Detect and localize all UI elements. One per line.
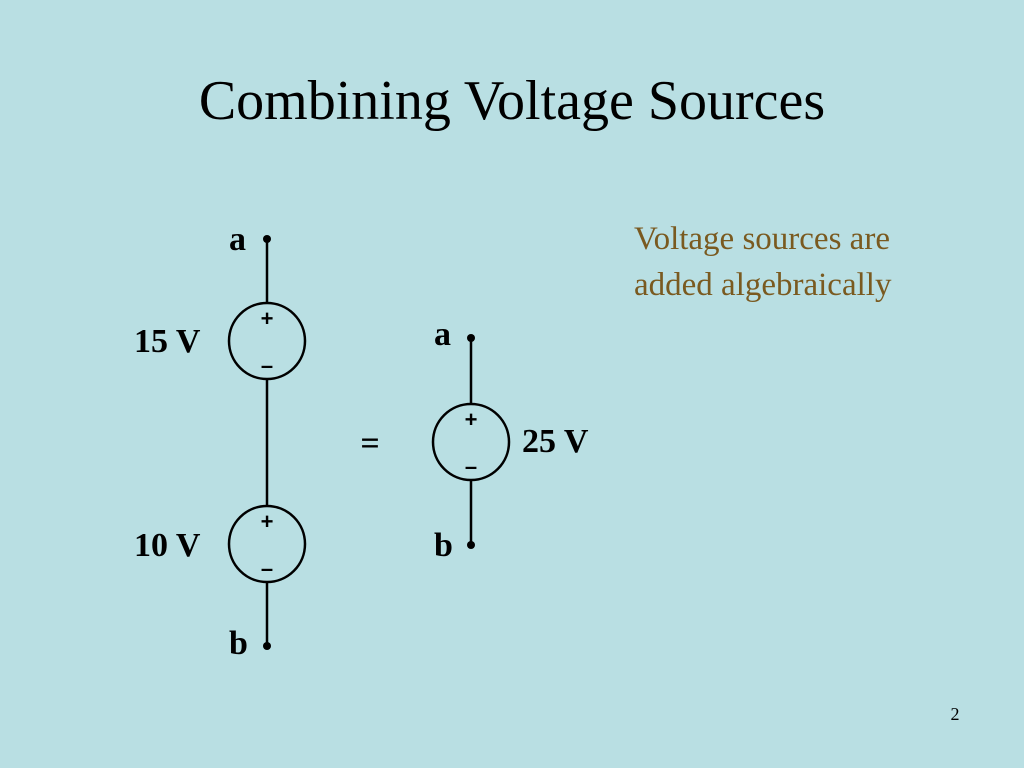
right-terminal-b-dot bbox=[467, 541, 475, 549]
left-circuit: a b + – 15 V + – 10 V bbox=[134, 221, 307, 662]
voltage-source-10v-plus: + bbox=[261, 509, 274, 534]
left-terminal-a-label: a bbox=[229, 221, 246, 258]
page-number: 2 bbox=[950, 704, 960, 724]
voltage-source-10v: + – 10 V bbox=[134, 504, 307, 584]
voltage-source-10v-minus: – bbox=[261, 556, 273, 581]
equals-sign: = bbox=[360, 425, 379, 462]
voltage-source-25v-label: 25 V bbox=[522, 423, 589, 460]
right-terminal-a-dot bbox=[467, 334, 475, 342]
voltage-source-15v-label: 15 V bbox=[134, 323, 201, 360]
voltage-source-15v-circle bbox=[227, 301, 307, 381]
voltage-source-15v-plus: + bbox=[261, 306, 274, 331]
left-terminal-a-dot bbox=[263, 235, 271, 243]
voltage-source-15v: + – 15 V bbox=[134, 301, 307, 381]
slide-title: Combining Voltage Sources bbox=[198, 70, 826, 132]
note-line-2: added algebraically bbox=[634, 267, 892, 303]
voltage-source-10v-label: 10 V bbox=[134, 527, 201, 564]
left-terminal-b-dot bbox=[263, 642, 271, 650]
right-circuit: a b + – 25 V bbox=[431, 316, 589, 564]
right-terminal-b-label: b bbox=[434, 527, 453, 564]
slide-note: Voltage sources are added algebraically bbox=[634, 216, 974, 308]
voltage-source-25v-plus: + bbox=[465, 407, 478, 432]
note-line-1: Voltage sources are bbox=[634, 221, 890, 257]
right-terminal-a-label: a bbox=[434, 316, 451, 353]
voltage-source-25v: + – 25 V bbox=[431, 402, 589, 482]
voltage-source-25v-circle bbox=[431, 402, 511, 482]
voltage-source-25v-minus: – bbox=[465, 454, 477, 479]
left-terminal-b-label: b bbox=[229, 625, 248, 662]
voltage-source-15v-minus: – bbox=[261, 353, 273, 378]
voltage-source-10v-circle bbox=[227, 504, 307, 584]
